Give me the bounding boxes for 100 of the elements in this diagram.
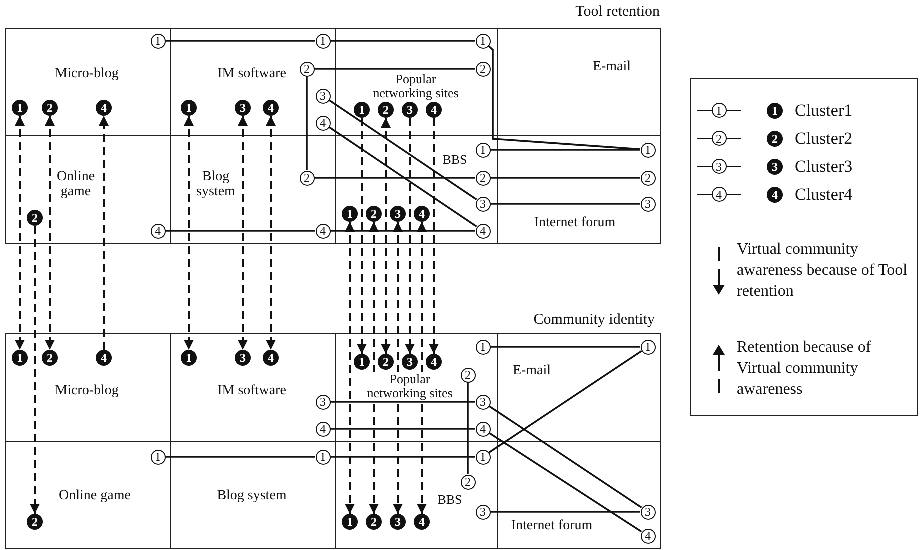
numbered-circle: 3 [316, 88, 330, 104]
numbered-circle: 4 [426, 102, 442, 118]
numbered-circle: 3 [235, 350, 251, 366]
numbered-circle: 3 [476, 394, 490, 410]
numbered-circle: 3 [476, 196, 490, 212]
connector-line [490, 203, 640, 205]
numbered-circle: 3 [316, 394, 330, 410]
dashed-arrow [393, 222, 403, 514]
cell-label: BBS [442, 153, 468, 167]
numbered-circle: 2 [378, 102, 394, 118]
dashed-arrow [345, 222, 355, 514]
numbered-circle: 1 [12, 100, 28, 116]
numbered-circle: 1 [150, 450, 166, 464]
numbered-circle: 2 [42, 100, 58, 116]
numbered-circle: 4 [316, 422, 330, 436]
numbered-circle: 1 [181, 100, 197, 116]
numbered-circle: 2 [378, 354, 394, 370]
numbered-circle: 4 [426, 354, 442, 370]
category-cell [5, 135, 171, 244]
numbered-circle: 4 [96, 100, 112, 116]
dashed-arrow [429, 118, 439, 354]
cell-label: Online game [56, 170, 96, 200]
section-heading: Community identity [534, 312, 655, 329]
numbered-circle: 2 [460, 368, 476, 382]
connector-line [330, 428, 476, 430]
cell-label: Blog system [217, 490, 287, 504]
numbered-circle: 1 [476, 340, 490, 354]
numbered-circle: 1 [181, 350, 197, 366]
numbered-circle: 1 [476, 34, 490, 48]
category-cell [5, 441, 171, 549]
connector-line [166, 40, 316, 42]
numbered-circle: 1 [316, 34, 330, 48]
connector-line [306, 76, 308, 170]
connector-line [467, 382, 469, 474]
numbered-circle: 4 [316, 116, 330, 130]
connector-line [490, 346, 640, 348]
numbered-circle: 1 [316, 450, 330, 464]
numbered-circle: 2 [27, 514, 43, 530]
numbered-circle: 1 [354, 354, 370, 370]
numbered-circle: 3 [640, 196, 656, 212]
dashed-arrow [369, 222, 379, 514]
dashed-arrow [15, 116, 25, 350]
numbered-circle: 2 [27, 210, 43, 226]
category-cell [497, 28, 661, 136]
cell-label: IM software [218, 68, 286, 82]
connector-line [328, 126, 478, 228]
cell-label: Online game [59, 490, 131, 504]
category-cell [5, 333, 171, 442]
numbered-circle: 1 [476, 450, 490, 464]
dashed-arrow [417, 222, 427, 514]
numbered-circle: 4 [96, 350, 112, 366]
dashed-arrow [266, 116, 276, 350]
numbered-circle: 3 [402, 102, 418, 118]
numbered-circle: 3 [402, 354, 418, 370]
numbered-circle: 4 [316, 224, 330, 238]
numbered-circle: 2 [460, 474, 476, 490]
category-cell [497, 441, 661, 549]
legend-label: Cluster2 [795, 129, 854, 149]
connector-line [490, 149, 640, 151]
dashed-arrow [184, 116, 194, 350]
dashed-arrow [99, 116, 109, 350]
numbered-circle: 4 [476, 422, 490, 436]
numbered-circle: 4 [414, 206, 430, 222]
dashed-arrow [357, 118, 367, 354]
cell-label: Popular networking sites [372, 72, 460, 100]
cell-label: BBS [438, 493, 462, 507]
dashed-arrow [381, 118, 391, 354]
connector-line [330, 40, 476, 42]
connector-line [328, 99, 478, 201]
connector-line [166, 456, 316, 458]
legend-label: Cluster1 [795, 101, 854, 121]
category-cell [497, 135, 661, 244]
numbered-circle: 1 [342, 206, 358, 222]
numbered-circle: 4 [263, 100, 279, 116]
numbered-circle: 3 [390, 206, 406, 222]
numbered-circle: 1 [476, 142, 490, 158]
numbered-circle: 1 [12, 350, 28, 366]
category-cell [5, 28, 171, 136]
connector-line [330, 401, 476, 403]
dashed-arrow [405, 118, 415, 354]
section-heading: Tool retention [576, 4, 660, 21]
connector-line [314, 68, 476, 70]
cell-label: E-mail [592, 60, 632, 76]
numbered-circle: 2 [366, 206, 382, 222]
numbered-circle: 1 [640, 142, 656, 158]
connector-line [330, 456, 476, 458]
numbered-circle: 3 [235, 100, 251, 116]
numbered-circle: 2 [640, 170, 656, 186]
cell-label: Internet forum [534, 216, 616, 232]
category-cell [497, 333, 661, 442]
cell-label: Micro-blog [55, 384, 119, 400]
connector-line [488, 432, 642, 533]
numbered-circle: 3 [640, 504, 656, 520]
connector-line [314, 177, 476, 179]
connector-line [166, 230, 316, 232]
numbered-circle: 2 [476, 170, 490, 186]
connector-line [488, 350, 642, 454]
numbered-circle: 2 [300, 170, 314, 186]
numbered-circle: 1 [342, 514, 358, 530]
legend-label: Virtual community awareness because of Tool retention [737, 240, 909, 302]
